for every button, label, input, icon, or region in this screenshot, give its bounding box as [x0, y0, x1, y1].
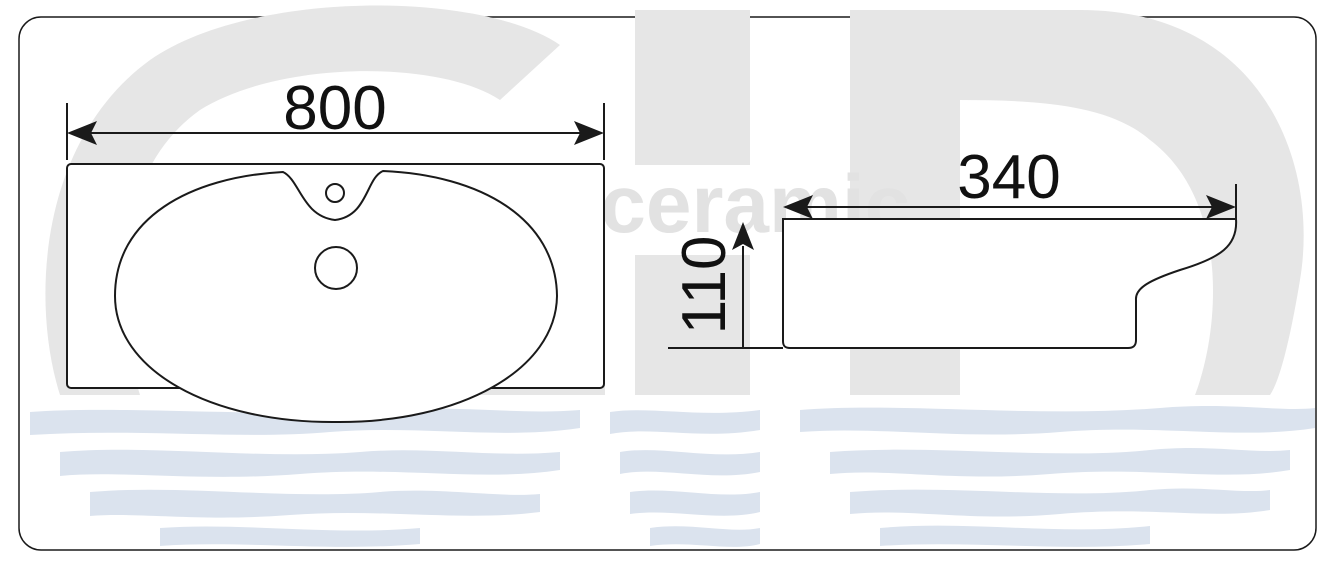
drain-hole	[314, 246, 358, 290]
height-dimension: 110	[668, 222, 783, 349]
arrow-left-icon	[783, 195, 813, 219]
arrow-up-icon	[732, 222, 754, 250]
side-profile	[782, 218, 1238, 349]
watermark-waves	[30, 406, 1315, 547]
width-label: 800	[283, 74, 386, 143]
tap-hole	[325, 183, 345, 203]
basin-bowl	[113, 169, 559, 424]
arrow-right-icon	[1206, 195, 1236, 219]
width-dimension: 800	[66, 74, 605, 160]
depth-label: 340	[957, 143, 1060, 212]
arrow-right-icon	[574, 121, 604, 145]
arrow-left-icon	[67, 121, 97, 145]
height-label: 110	[670, 236, 739, 335]
depth-dimension: 340	[783, 143, 1237, 219]
basin-side-view	[782, 218, 1238, 349]
basin-top-view	[66, 163, 605, 424]
